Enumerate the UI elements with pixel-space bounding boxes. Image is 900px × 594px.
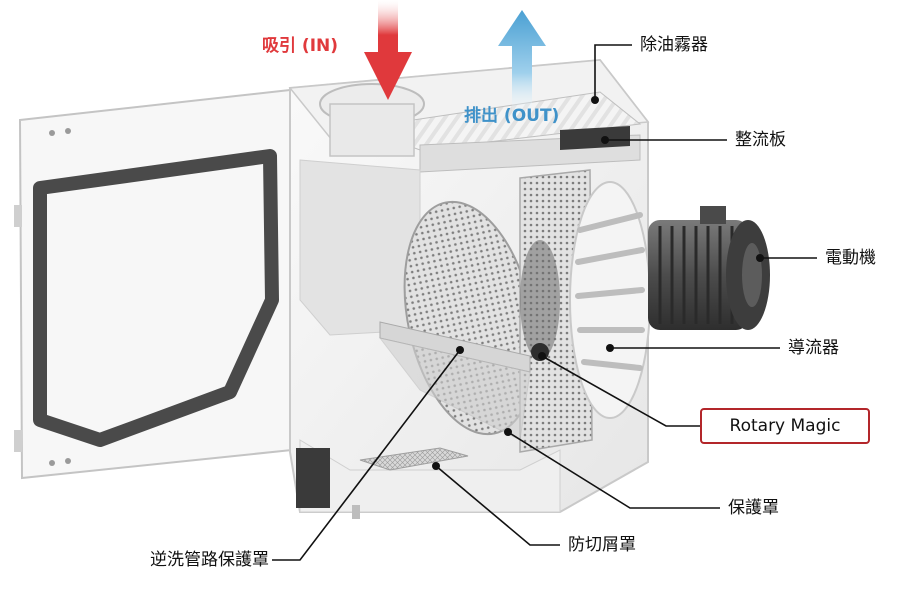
leader-lines — [272, 44, 817, 561]
backwash-pipe-cover-label: 逆洗管路保護罩 — [150, 550, 269, 570]
leader-anti-chip — [435, 465, 560, 546]
intake-label: 吸引 (IN) — [262, 36, 339, 56]
leader-backwash — [272, 349, 461, 561]
protective-cover-label: 保護罩 — [728, 498, 779, 518]
fan-guide-vane — [569, 181, 651, 419]
exhaust-arrow — [498, 10, 546, 115]
door-panel — [14, 88, 294, 480]
leader-rotary-magic — [541, 355, 700, 427]
leader-protective-cover — [507, 431, 720, 509]
rotary-magic-label: Rotary Magic — [700, 408, 870, 444]
guide-vane-label: 導流器 — [788, 338, 839, 358]
exhaust-label: 排出 (OUT) — [464, 106, 560, 126]
motor-label: 電動機 — [825, 248, 876, 268]
leader-dots — [432, 96, 764, 470]
leader-oil-mist — [594, 44, 632, 100]
motor — [648, 206, 770, 330]
anti-chip-mesh — [359, 447, 469, 471]
intake-arrow — [364, 0, 412, 100]
anti-chip-cover-label: 防切屑罩 — [568, 535, 636, 555]
flow-plate-label: 整流板 — [735, 130, 786, 150]
oil-mist-remover-label: 除油霧器 — [640, 35, 708, 55]
